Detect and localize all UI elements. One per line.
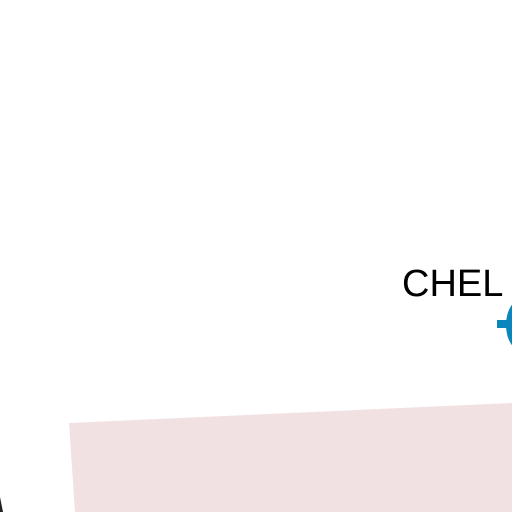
place-label: CHEL xyxy=(402,263,504,305)
shaded-area xyxy=(69,403,512,512)
edge-mark xyxy=(0,497,3,512)
station-marker-icon[interactable] xyxy=(497,299,512,351)
